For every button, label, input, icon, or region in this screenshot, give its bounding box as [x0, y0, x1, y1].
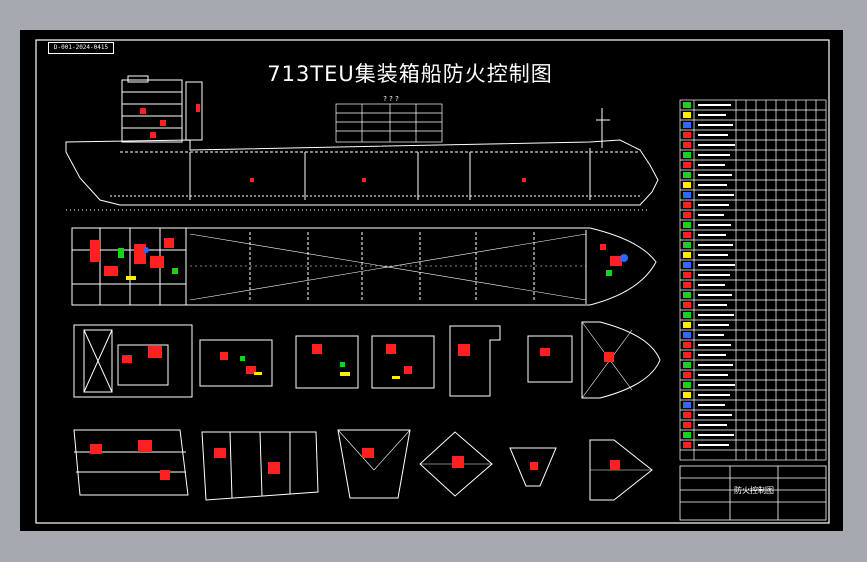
- legend-description-stroke: [698, 154, 730, 156]
- legend-description-stroke: [698, 164, 725, 166]
- legend-symbol-swatch: [683, 342, 691, 348]
- fire-equipment-yellow: [126, 276, 400, 379]
- drawing-sheet: [20, 30, 843, 531]
- legend-description-stroke: [698, 204, 729, 206]
- legend-description-stroke: [698, 404, 725, 406]
- title-block-label: 防火控制图: [734, 486, 774, 495]
- legend-symbol-swatch: [683, 232, 691, 238]
- legend-symbol-swatch: [683, 212, 691, 218]
- legend-symbol-swatch: [683, 322, 691, 328]
- legend-symbols: [683, 102, 735, 448]
- deck-plans-row-1: [73, 321, 661, 399]
- legend-symbol-swatch: [683, 332, 691, 338]
- legend-symbol-swatch: [683, 202, 691, 208]
- summary-table-header: ? ? ?: [383, 95, 399, 103]
- legend-description-stroke: [698, 284, 725, 286]
- legend-description-stroke: [698, 444, 729, 446]
- legend-description-stroke: [698, 194, 734, 196]
- legend-description-stroke: [698, 124, 733, 126]
- legend-symbol-swatch: [683, 272, 691, 278]
- legend-symbol-swatch: [683, 402, 691, 408]
- legend-description-stroke: [698, 214, 724, 216]
- legend-description-stroke: [698, 234, 726, 236]
- legend-description-stroke: [698, 314, 734, 316]
- legend-symbol-swatch: [683, 172, 691, 178]
- legend-description-stroke: [698, 274, 730, 276]
- legend-description-stroke: [698, 344, 731, 346]
- legend-description-stroke: [698, 254, 728, 256]
- legend-symbol-swatch: [683, 102, 691, 108]
- legend-description-stroke: [698, 304, 727, 306]
- legend-description-stroke: [698, 184, 727, 186]
- legend-symbol-swatch: [683, 162, 691, 168]
- legend-symbol-swatch: [683, 372, 691, 378]
- legend-symbol-swatch: [683, 122, 691, 128]
- drawing-title: 713TEU集装箱船防火控制图: [267, 62, 553, 86]
- legend-symbol-swatch: [683, 152, 691, 158]
- legend-symbol-swatch: [683, 282, 691, 288]
- legend-description-stroke: [698, 134, 728, 136]
- legend-description-stroke: [698, 364, 733, 366]
- legend-symbol-swatch: [683, 242, 691, 248]
- legend-symbol-swatch: [683, 362, 691, 368]
- legend-symbol-swatch: [683, 432, 691, 438]
- fire-equipment-green: [118, 248, 612, 367]
- fire-equipment-blue: [143, 247, 628, 262]
- legend-description-stroke: [698, 374, 728, 376]
- legend-description-stroke: [698, 264, 735, 266]
- legend-symbol-swatch: [683, 392, 691, 398]
- legend-description-stroke: [698, 224, 731, 226]
- legend-symbol-swatch: [683, 262, 691, 268]
- legend-symbol-swatch: [683, 292, 691, 298]
- legend-symbol-swatch: [683, 112, 691, 118]
- inboard-profile: [65, 75, 659, 211]
- legend-description-stroke: [698, 294, 732, 296]
- summary-table: [335, 103, 443, 143]
- fire-equipment-symbols: [90, 104, 622, 480]
- legend-description-stroke: [698, 104, 731, 106]
- drawing-frame: [35, 39, 830, 524]
- legend-description-stroke: [698, 414, 732, 416]
- legend-description-stroke: [698, 384, 735, 386]
- title-block: [679, 465, 827, 521]
- legend-symbol-swatch: [683, 222, 691, 228]
- legend-description-stroke: [698, 144, 735, 146]
- legend-symbol-swatch: [683, 382, 691, 388]
- legend-symbol-swatch: [683, 352, 691, 358]
- legend-description-stroke: [698, 244, 733, 246]
- legend-description-stroke: [698, 324, 729, 326]
- legend-symbol-swatch: [683, 252, 691, 258]
- legend-symbol-swatch: [683, 182, 691, 188]
- legend-symbol-swatch: [683, 142, 691, 148]
- legend-description-stroke: [698, 334, 724, 336]
- legend-symbol-swatch: [683, 442, 691, 448]
- legend-description-stroke: [698, 114, 726, 116]
- legend-description-stroke: [698, 424, 727, 426]
- legend-description-stroke: [698, 174, 732, 176]
- legend-table: [679, 99, 827, 461]
- legend-symbol-swatch: [683, 302, 691, 308]
- main-deck-plan: [71, 227, 657, 306]
- legend-description-stroke: [698, 354, 726, 356]
- legend-symbol-swatch: [683, 412, 691, 418]
- legend-description-stroke: [698, 394, 730, 396]
- legend-symbol-swatch: [683, 132, 691, 138]
- legend-description-stroke: [698, 434, 734, 436]
- legend-symbol-swatch: [683, 422, 691, 428]
- legend-symbol-swatch: [683, 192, 691, 198]
- drawing-number-tag: D-001-2024-0415: [48, 42, 114, 54]
- legend-symbol-swatch: [683, 312, 691, 318]
